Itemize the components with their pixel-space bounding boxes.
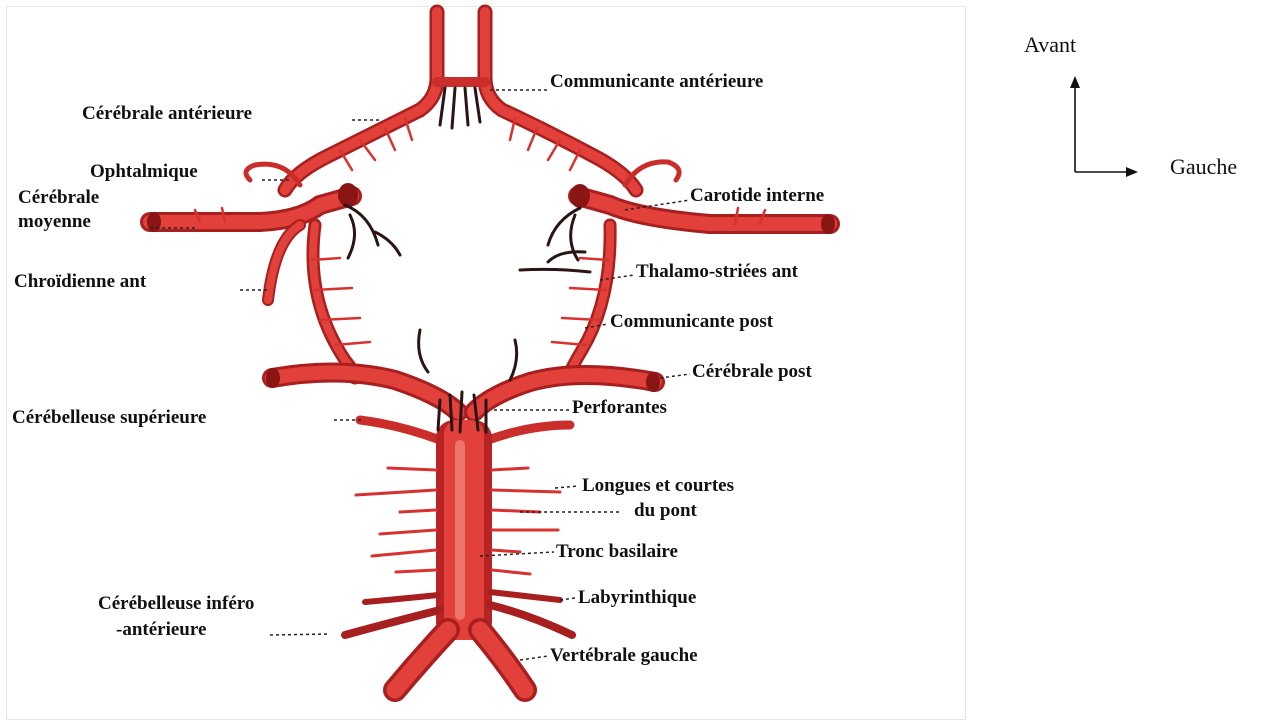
label-labyrinthique: Labyrinthique xyxy=(578,588,696,608)
label-choroidienne-ant: Chroïdienne ant xyxy=(14,272,146,292)
label-ophtalmique: Ophtalmique xyxy=(90,162,198,182)
label-cerebelleuse-infero-line1: Cérébelleuse inféro xyxy=(98,594,254,614)
label-longues-courtes-line1: Longues et courtes xyxy=(582,476,734,496)
arrow-right-icon xyxy=(1126,167,1138,177)
orientation-avant: Avant xyxy=(1024,32,1076,58)
label-cerebrale-moyenne-line1: Cérébrale xyxy=(18,188,99,208)
label-carotide-interne: Carotide interne xyxy=(690,186,824,206)
anterior-choroidal-arteries xyxy=(268,225,300,300)
label-cerebrale-moyenne-line2: moyenne xyxy=(18,212,91,232)
label-cerebrale-post: Cérébrale post xyxy=(692,362,812,382)
label-longues-courtes-line2: du pont xyxy=(634,501,697,521)
label-communicante-post: Communicante post xyxy=(610,312,773,332)
orientation-arrows xyxy=(1070,76,1138,177)
anterior-cerebral-arteries xyxy=(285,12,636,190)
label-cerebelleuse-infero-line2: -antérieure xyxy=(116,620,206,640)
label-cerebelleuse-superieure: Cérébelleuse supérieure xyxy=(12,408,206,428)
posterior-communicating-arteries xyxy=(313,225,610,378)
label-thalamo-striees-ant: Thalamo-striées ant xyxy=(636,262,798,282)
label-communicante-anterieure: Communicante antérieure xyxy=(550,72,763,92)
label-vertebrale-gauche: Vertébrale gauche xyxy=(550,646,698,666)
orientation-gauche: Gauche xyxy=(1170,154,1237,180)
arrow-up-icon xyxy=(1070,76,1080,88)
basilar-trunk xyxy=(436,420,492,640)
label-perforantes: Perforantes xyxy=(572,398,667,418)
label-cerebrale-anterieure: Cérébrale antérieure xyxy=(82,104,252,124)
label-tronc-basilaire: Tronc basilaire xyxy=(556,542,678,562)
